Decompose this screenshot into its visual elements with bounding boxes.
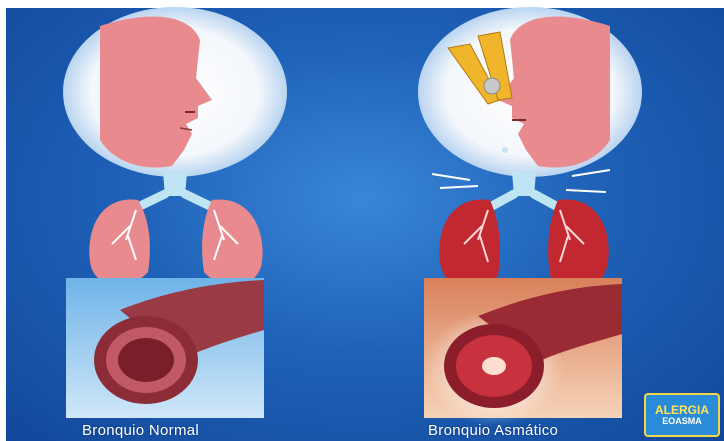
caption-asthmatic-bronchus: Bronquio Asmático [428,422,558,439]
asthmatic-lungs-icon [439,172,608,288]
logo-line-1: ALERGIA [646,404,718,416]
normal-lungs-icon [89,172,262,285]
normal-bronchus-icon [66,278,264,418]
brand-logo: ALERGIA EOASMA [644,393,720,437]
logo-line-2: EOASMA [646,416,718,426]
asthmatic-bronchus-icon [424,278,622,426]
asthmatic-face-icon [418,7,642,177]
caption-normal-bronchus: Bronquio Normal [82,422,199,439]
normal-face-icon [63,7,287,177]
